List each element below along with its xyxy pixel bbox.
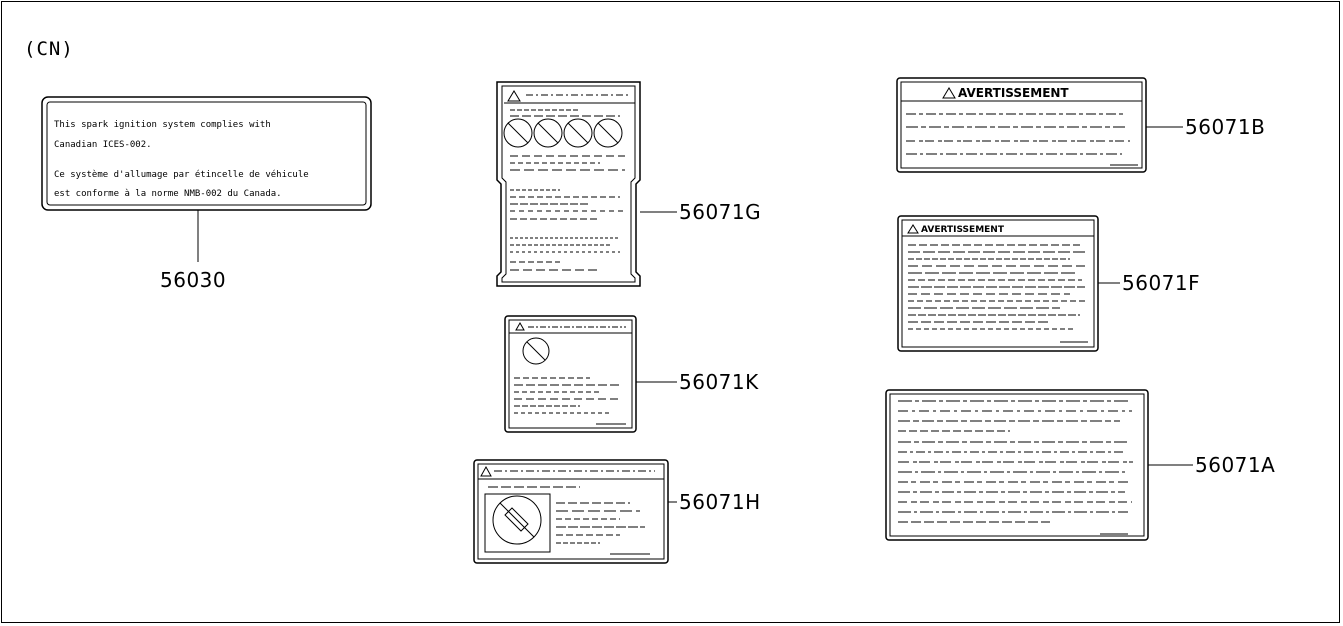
part-number-56071F: 56071F [1122,271,1201,295]
label-56030: This spark ignition system complies with… [41,96,372,262]
part-number-56071H: 56071H [679,490,761,514]
part-number-56071B: 56071B [1185,115,1266,139]
ices-line-3: Ce système d'allumage par étincelle de v… [54,169,309,180]
part-number-56071A: 56071A [1195,453,1276,477]
warning-title-56071B: AVERTISSEMENT [958,86,1069,100]
warning-title-56071F: AVERTISSEMENT [921,225,1005,235]
label-56071H [473,459,677,564]
ices-line-4: est conforme à la norme NMB-002 du Canad… [54,189,282,199]
label-56071K [504,315,677,433]
label-56071B: AVERTISSEMENT [896,77,1183,173]
part-number-56071K: 56071K [679,370,759,394]
part-number-56030: 56030 [160,268,227,292]
label-56071A [885,389,1193,541]
ices-line-2: Canadian ICES-002. [54,140,152,150]
region-code: (CN) [24,38,74,60]
ices-line-1: This spark ignition system complies with [54,120,271,130]
label-56071F: AVERTISSEMENT [897,215,1120,352]
part-number-56071G: 56071G [679,200,762,224]
label-56071G [496,81,677,287]
